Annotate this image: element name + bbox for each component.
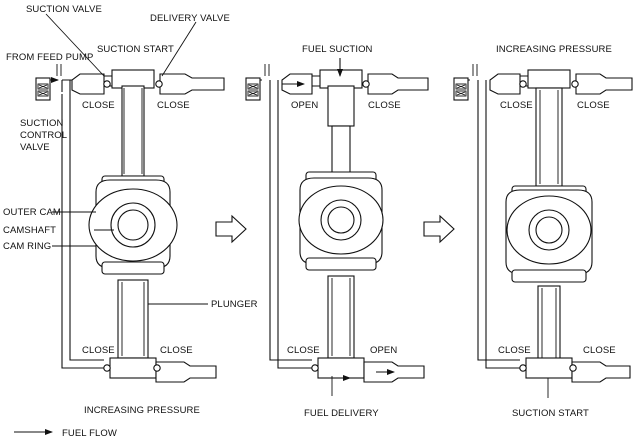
panel-fuel-suction: FUEL SUCTION OPEN CLOSE CLOSE OPEN FUEL … xyxy=(245,44,429,419)
label-increasing-pressure: INCREASING PRESSURE xyxy=(496,44,612,55)
label-plunger: PLUNGER xyxy=(211,299,258,310)
legend: FUEL FLOW xyxy=(14,428,117,439)
legend-fuel-flow: FUEL FLOW xyxy=(62,428,117,439)
label-suction-control-valve: CONTROL xyxy=(20,130,67,141)
panel-increasing-pressure: INCREASING PRESSURE CLOSE CLOSE CLOSE CL… xyxy=(453,44,633,419)
label-close: CLOSE xyxy=(498,345,531,356)
label-close: CLOSE xyxy=(82,345,115,356)
label-cam-ring: CAM RING xyxy=(3,241,51,252)
label-close: CLOSE xyxy=(160,345,193,356)
delivery-valve-ball xyxy=(155,80,163,88)
supply-line-inner xyxy=(69,80,104,361)
label-close: CLOSE xyxy=(500,100,533,111)
label-camshaft: CAMSHAFT xyxy=(3,225,56,236)
label-from-feed-pump: FROM FEED PUMP xyxy=(6,52,93,63)
label-open: OPEN xyxy=(291,100,318,111)
label-delivery-valve: DELIVERY VALVE xyxy=(150,13,230,24)
label-suction-control-valve: VALVE xyxy=(20,142,50,153)
label-suction-start: SUCTION START xyxy=(512,408,589,419)
label-close: CLOSE xyxy=(583,345,616,356)
label-suction-control-valve: SUCTION xyxy=(20,118,63,129)
pump-head-top xyxy=(111,69,155,89)
arrow-right-icon xyxy=(423,214,455,244)
lower-plunger xyxy=(117,279,149,359)
suction-valve-ball xyxy=(103,80,111,88)
camshaft xyxy=(117,209,149,241)
label-fuel-delivery: FUEL DELIVERY xyxy=(304,408,379,419)
label-suction-start: SUCTION START xyxy=(97,44,174,55)
label-increasing-pressure: INCREASING PRESSURE xyxy=(84,405,200,416)
label-outer-cam: OUTER CAM xyxy=(3,207,61,218)
label-close: CLOSE xyxy=(287,345,320,356)
label-close: CLOSE xyxy=(157,100,190,111)
panel-suction-start: SUCTION VALVE DELIVERY VALVE SUCTION STA… xyxy=(3,4,258,416)
label-open: OPEN xyxy=(370,345,397,356)
label-close: CLOSE xyxy=(368,100,401,111)
label-fuel-suction: FUEL SUCTION xyxy=(302,44,373,55)
arrow-right-icon xyxy=(215,214,247,244)
pump-head-bottom xyxy=(109,357,157,379)
upper-plunger xyxy=(121,85,145,177)
label-close: CLOSE xyxy=(577,100,610,111)
label-suction-valve: SUCTION VALVE xyxy=(26,4,102,15)
label-close: CLOSE xyxy=(82,100,115,111)
